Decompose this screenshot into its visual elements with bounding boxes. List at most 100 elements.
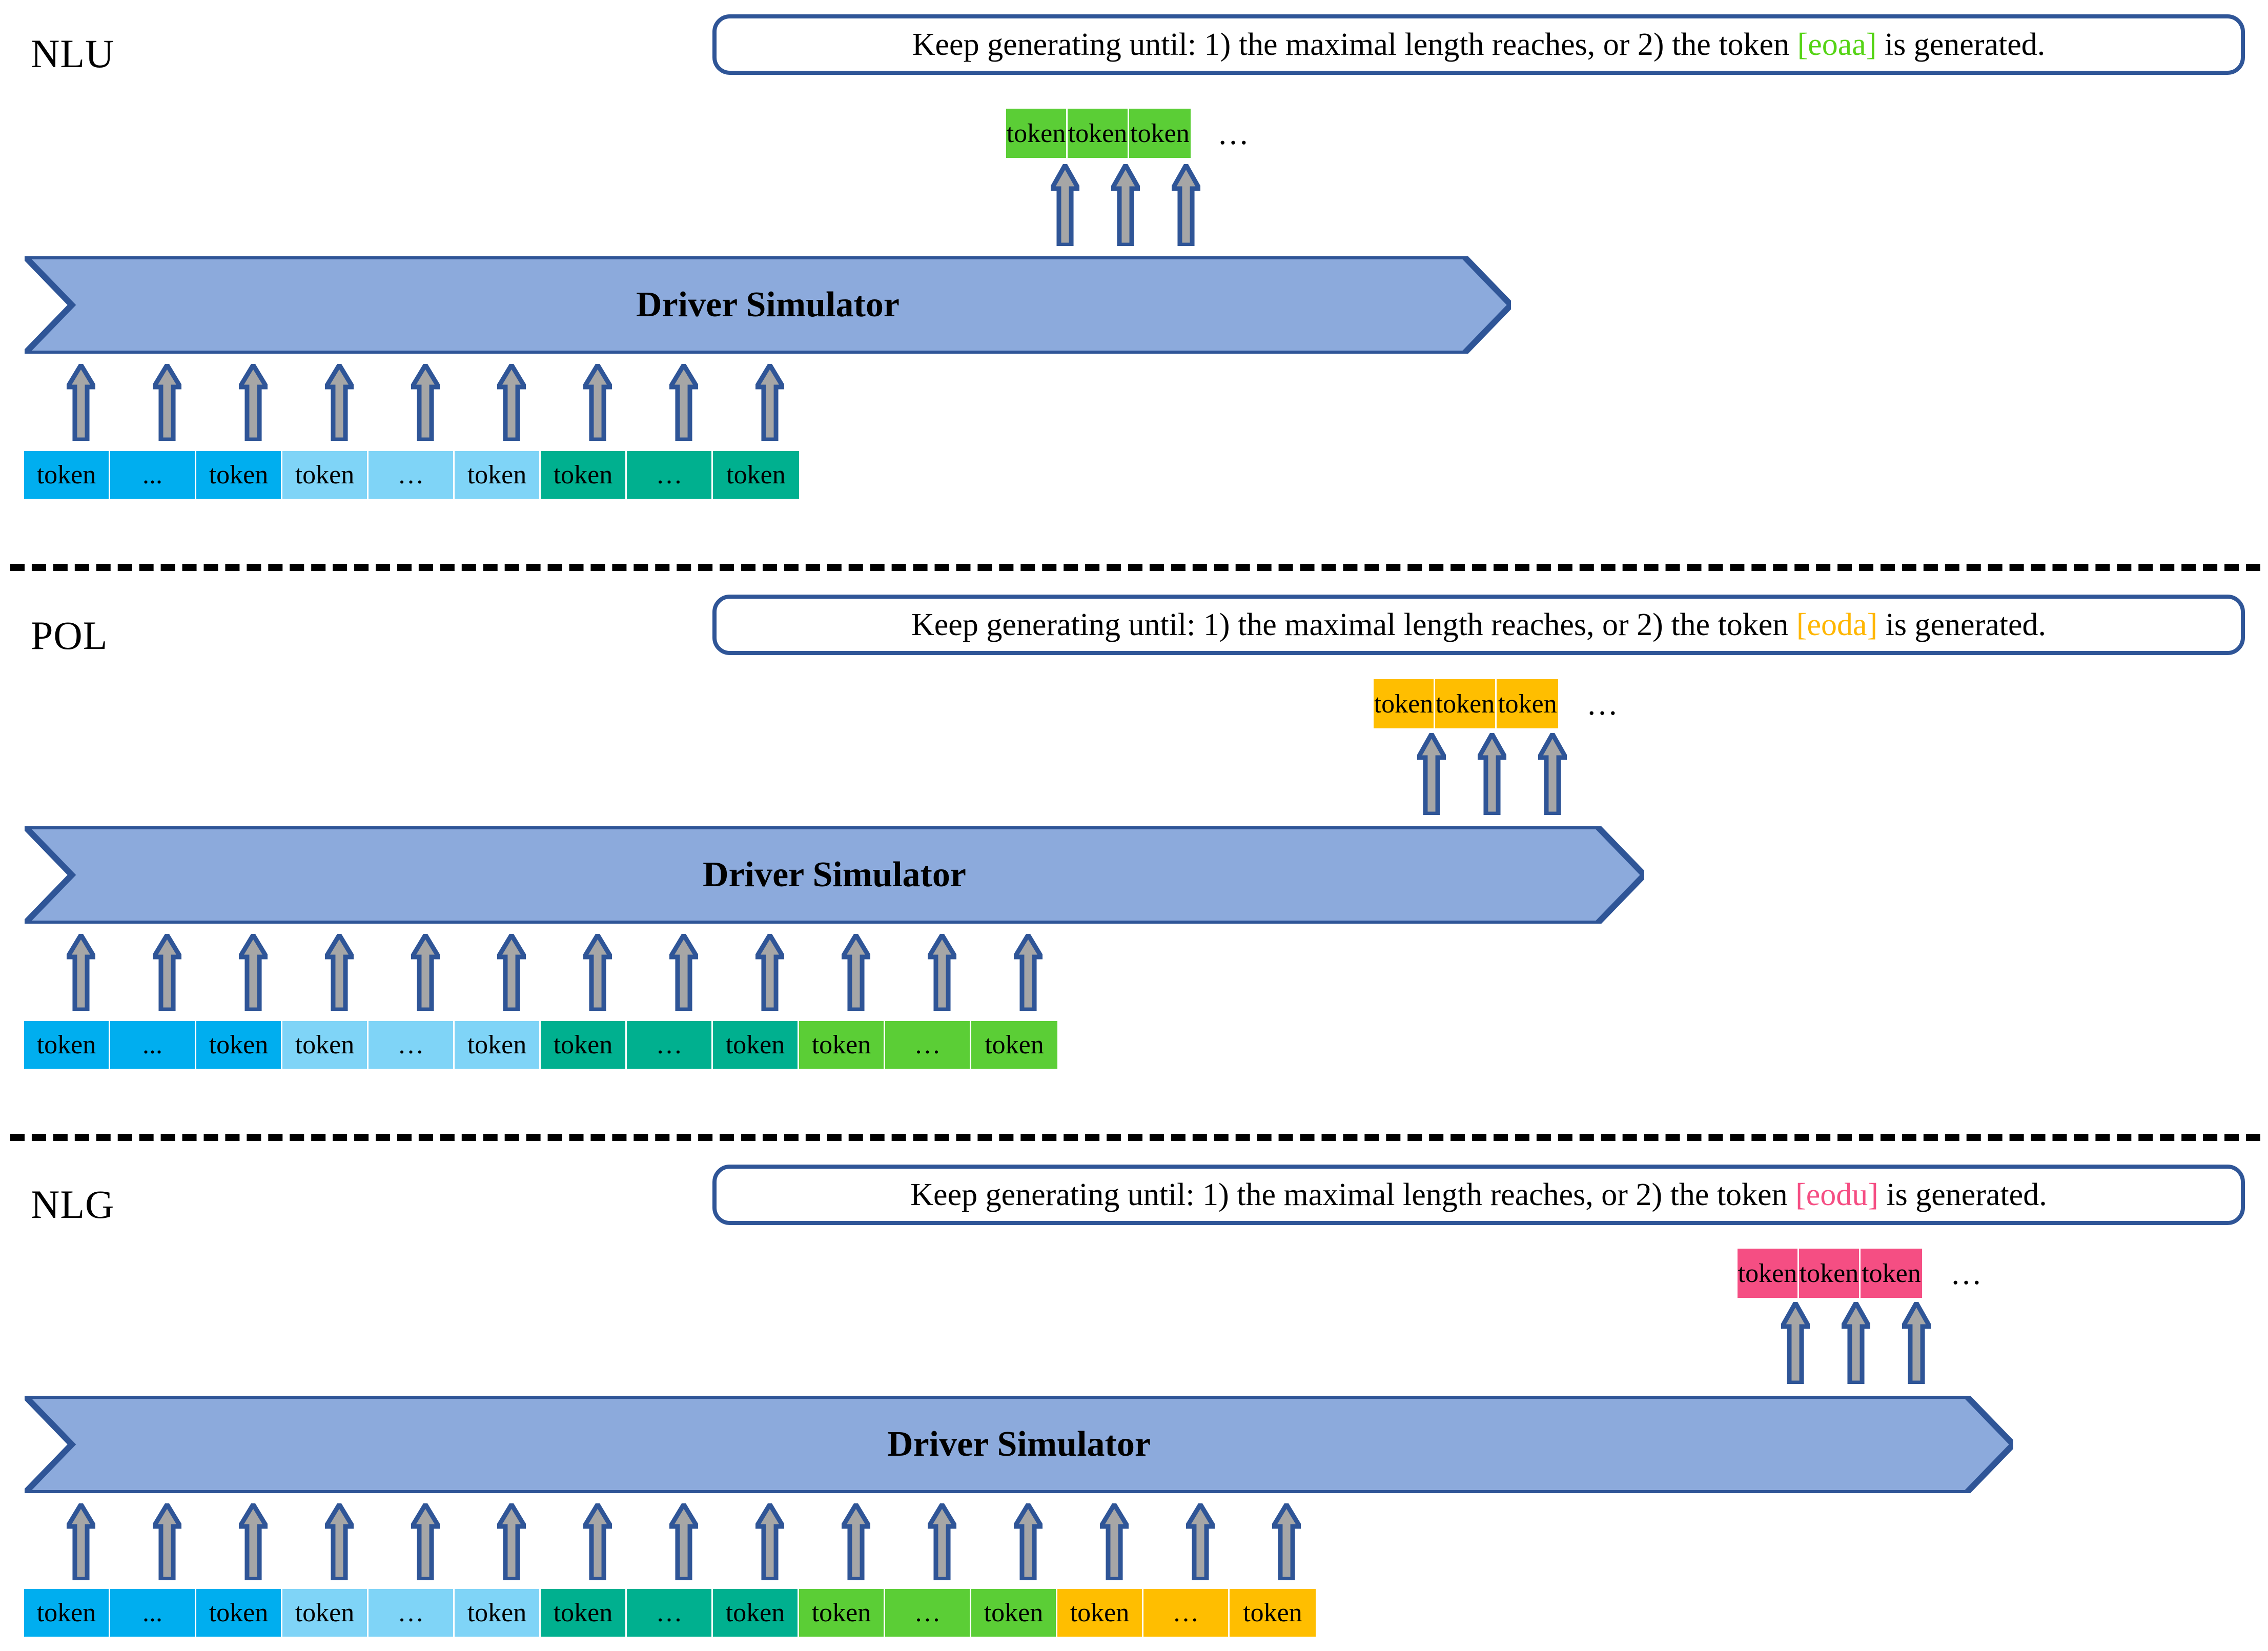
input-token-cell: token — [24, 1589, 110, 1637]
input-token-cell: ... — [110, 1021, 196, 1069]
input-token-cell: token — [282, 1021, 369, 1069]
callout-prefix: Keep generating until: 1) the maximal le… — [910, 1177, 1796, 1212]
up-arrow-icon — [497, 934, 526, 1011]
output-token-cell: token — [1374, 679, 1435, 728]
up-arrow-icon — [1842, 1302, 1870, 1384]
up-arrow-icon — [153, 364, 181, 441]
input-token-cell: token — [799, 1589, 885, 1637]
callout-prefix: Keep generating until: 1) the maximal le… — [912, 27, 1797, 62]
input-token-cell: token — [971, 1021, 1057, 1069]
up-arrow-icon — [325, 1503, 354, 1580]
callout-text-pol: Keep generating until: 1) the maximal le… — [911, 609, 2046, 641]
output-token-cell: token — [1738, 1249, 1799, 1298]
input-token-cell: token — [713, 1021, 799, 1069]
callout-text-nlu: Keep generating until: 1) the maximal le… — [912, 29, 2045, 60]
output-trailing-ellipsis: … — [1217, 116, 1249, 151]
up-arrow-icon — [67, 934, 95, 1011]
up-arrow-icon — [1051, 164, 1079, 246]
up-arrow-icon — [497, 1503, 526, 1580]
input-token-cell: … — [885, 1021, 971, 1069]
input-token-cell: … — [369, 1589, 455, 1637]
up-arrow-icon — [583, 1503, 612, 1580]
up-arrow-icon — [1538, 733, 1567, 815]
input-token-cell: token — [1057, 1589, 1143, 1637]
up-arrow-icon — [842, 1503, 870, 1580]
input-token-cell: … — [627, 1589, 713, 1637]
input-token-cell: token — [282, 1589, 369, 1637]
up-arrow-icon — [153, 934, 181, 1011]
driver-simulator-shape-pol: Driver Simulator — [25, 826, 1644, 924]
section-label-nlu: NLU — [31, 31, 115, 76]
input-token-cell: token — [541, 1021, 627, 1069]
up-arrow-icon — [67, 364, 95, 441]
up-arrow-icon — [411, 1503, 440, 1580]
section-divider-pol — [10, 1134, 2260, 1141]
input-token-cell: token — [196, 1021, 282, 1069]
up-arrow-icon — [583, 364, 612, 441]
up-arrow-icon — [239, 934, 268, 1011]
up-arrow-icon — [239, 364, 268, 441]
section-label-pol: POL — [31, 613, 108, 658]
input-token-cell: ... — [110, 451, 196, 499]
callout-box-pol: Keep generating until: 1) the maximal le… — [712, 595, 2245, 655]
callout-box-nlg: Keep generating until: 1) the maximal le… — [712, 1165, 2245, 1225]
up-arrow-icon — [669, 1503, 698, 1580]
up-arrow-icon — [842, 934, 870, 1011]
up-arrow-icon — [325, 934, 354, 1011]
callout-eot-token: [eodu] — [1795, 1177, 1878, 1212]
up-arrow-icon — [153, 1503, 181, 1580]
up-arrow-icon — [1478, 733, 1506, 815]
driver-simulator-shape-nlg: Driver Simulator — [25, 1396, 2013, 1493]
input-token-cell: token — [24, 451, 110, 499]
input-token-cell: … — [627, 1021, 713, 1069]
callout-prefix: Keep generating until: 1) the maximal le… — [911, 607, 1796, 642]
up-arrow-icon — [411, 364, 440, 441]
up-arrow-icon — [1186, 1503, 1215, 1580]
input-token-cell: token — [541, 451, 627, 499]
output-trailing-ellipsis: … — [1586, 687, 1618, 722]
input-token-cell: … — [369, 1021, 455, 1069]
output-token-cell: token — [1799, 1249, 1861, 1298]
output-token-cell: token — [1497, 679, 1558, 728]
input-token-cell: token — [282, 451, 369, 499]
up-arrow-icon — [67, 1503, 95, 1580]
input-token-cell: … — [369, 451, 455, 499]
input-token-cell: token — [971, 1589, 1057, 1637]
input-token-cell: token — [196, 451, 282, 499]
up-arrow-icon — [239, 1503, 268, 1580]
input-token-cell: token — [541, 1589, 627, 1637]
callout-text-nlg: Keep generating until: 1) the maximal le… — [910, 1179, 2047, 1211]
up-arrow-icon — [669, 934, 698, 1011]
callout-suffix: is generated. — [1876, 27, 2046, 62]
driver-simulator-shape-nlu: Driver Simulator — [25, 256, 1511, 354]
up-arrow-icon — [1014, 1503, 1043, 1580]
up-arrow-icon — [411, 934, 440, 1011]
input-token-cell: ... — [110, 1589, 196, 1637]
up-arrow-icon — [1014, 934, 1043, 1011]
up-arrow-icon — [669, 364, 698, 441]
up-arrow-icon — [928, 1503, 956, 1580]
output-token-cell: token — [1861, 1249, 1922, 1298]
callout-eot-token: [eoda] — [1796, 607, 1878, 642]
output-token-cell: token — [1006, 109, 1068, 158]
output-token-cell: token — [1435, 679, 1497, 728]
section-label-nlg: NLG — [31, 1182, 115, 1227]
up-arrow-icon — [928, 934, 956, 1011]
up-arrow-icon — [1781, 1302, 1810, 1384]
input-token-cell: token — [196, 1589, 282, 1637]
up-arrow-icon — [755, 934, 784, 1011]
input-token-cell: token — [455, 1021, 541, 1069]
input-token-cell: token — [713, 451, 799, 499]
up-arrow-icon — [755, 364, 784, 441]
input-token-cell: … — [1143, 1589, 1230, 1637]
output-token-cell: token — [1129, 109, 1191, 158]
section-divider-nlu — [10, 564, 2260, 571]
callout-suffix: is generated. — [1877, 607, 2046, 642]
input-token-cell: token — [1230, 1589, 1316, 1637]
